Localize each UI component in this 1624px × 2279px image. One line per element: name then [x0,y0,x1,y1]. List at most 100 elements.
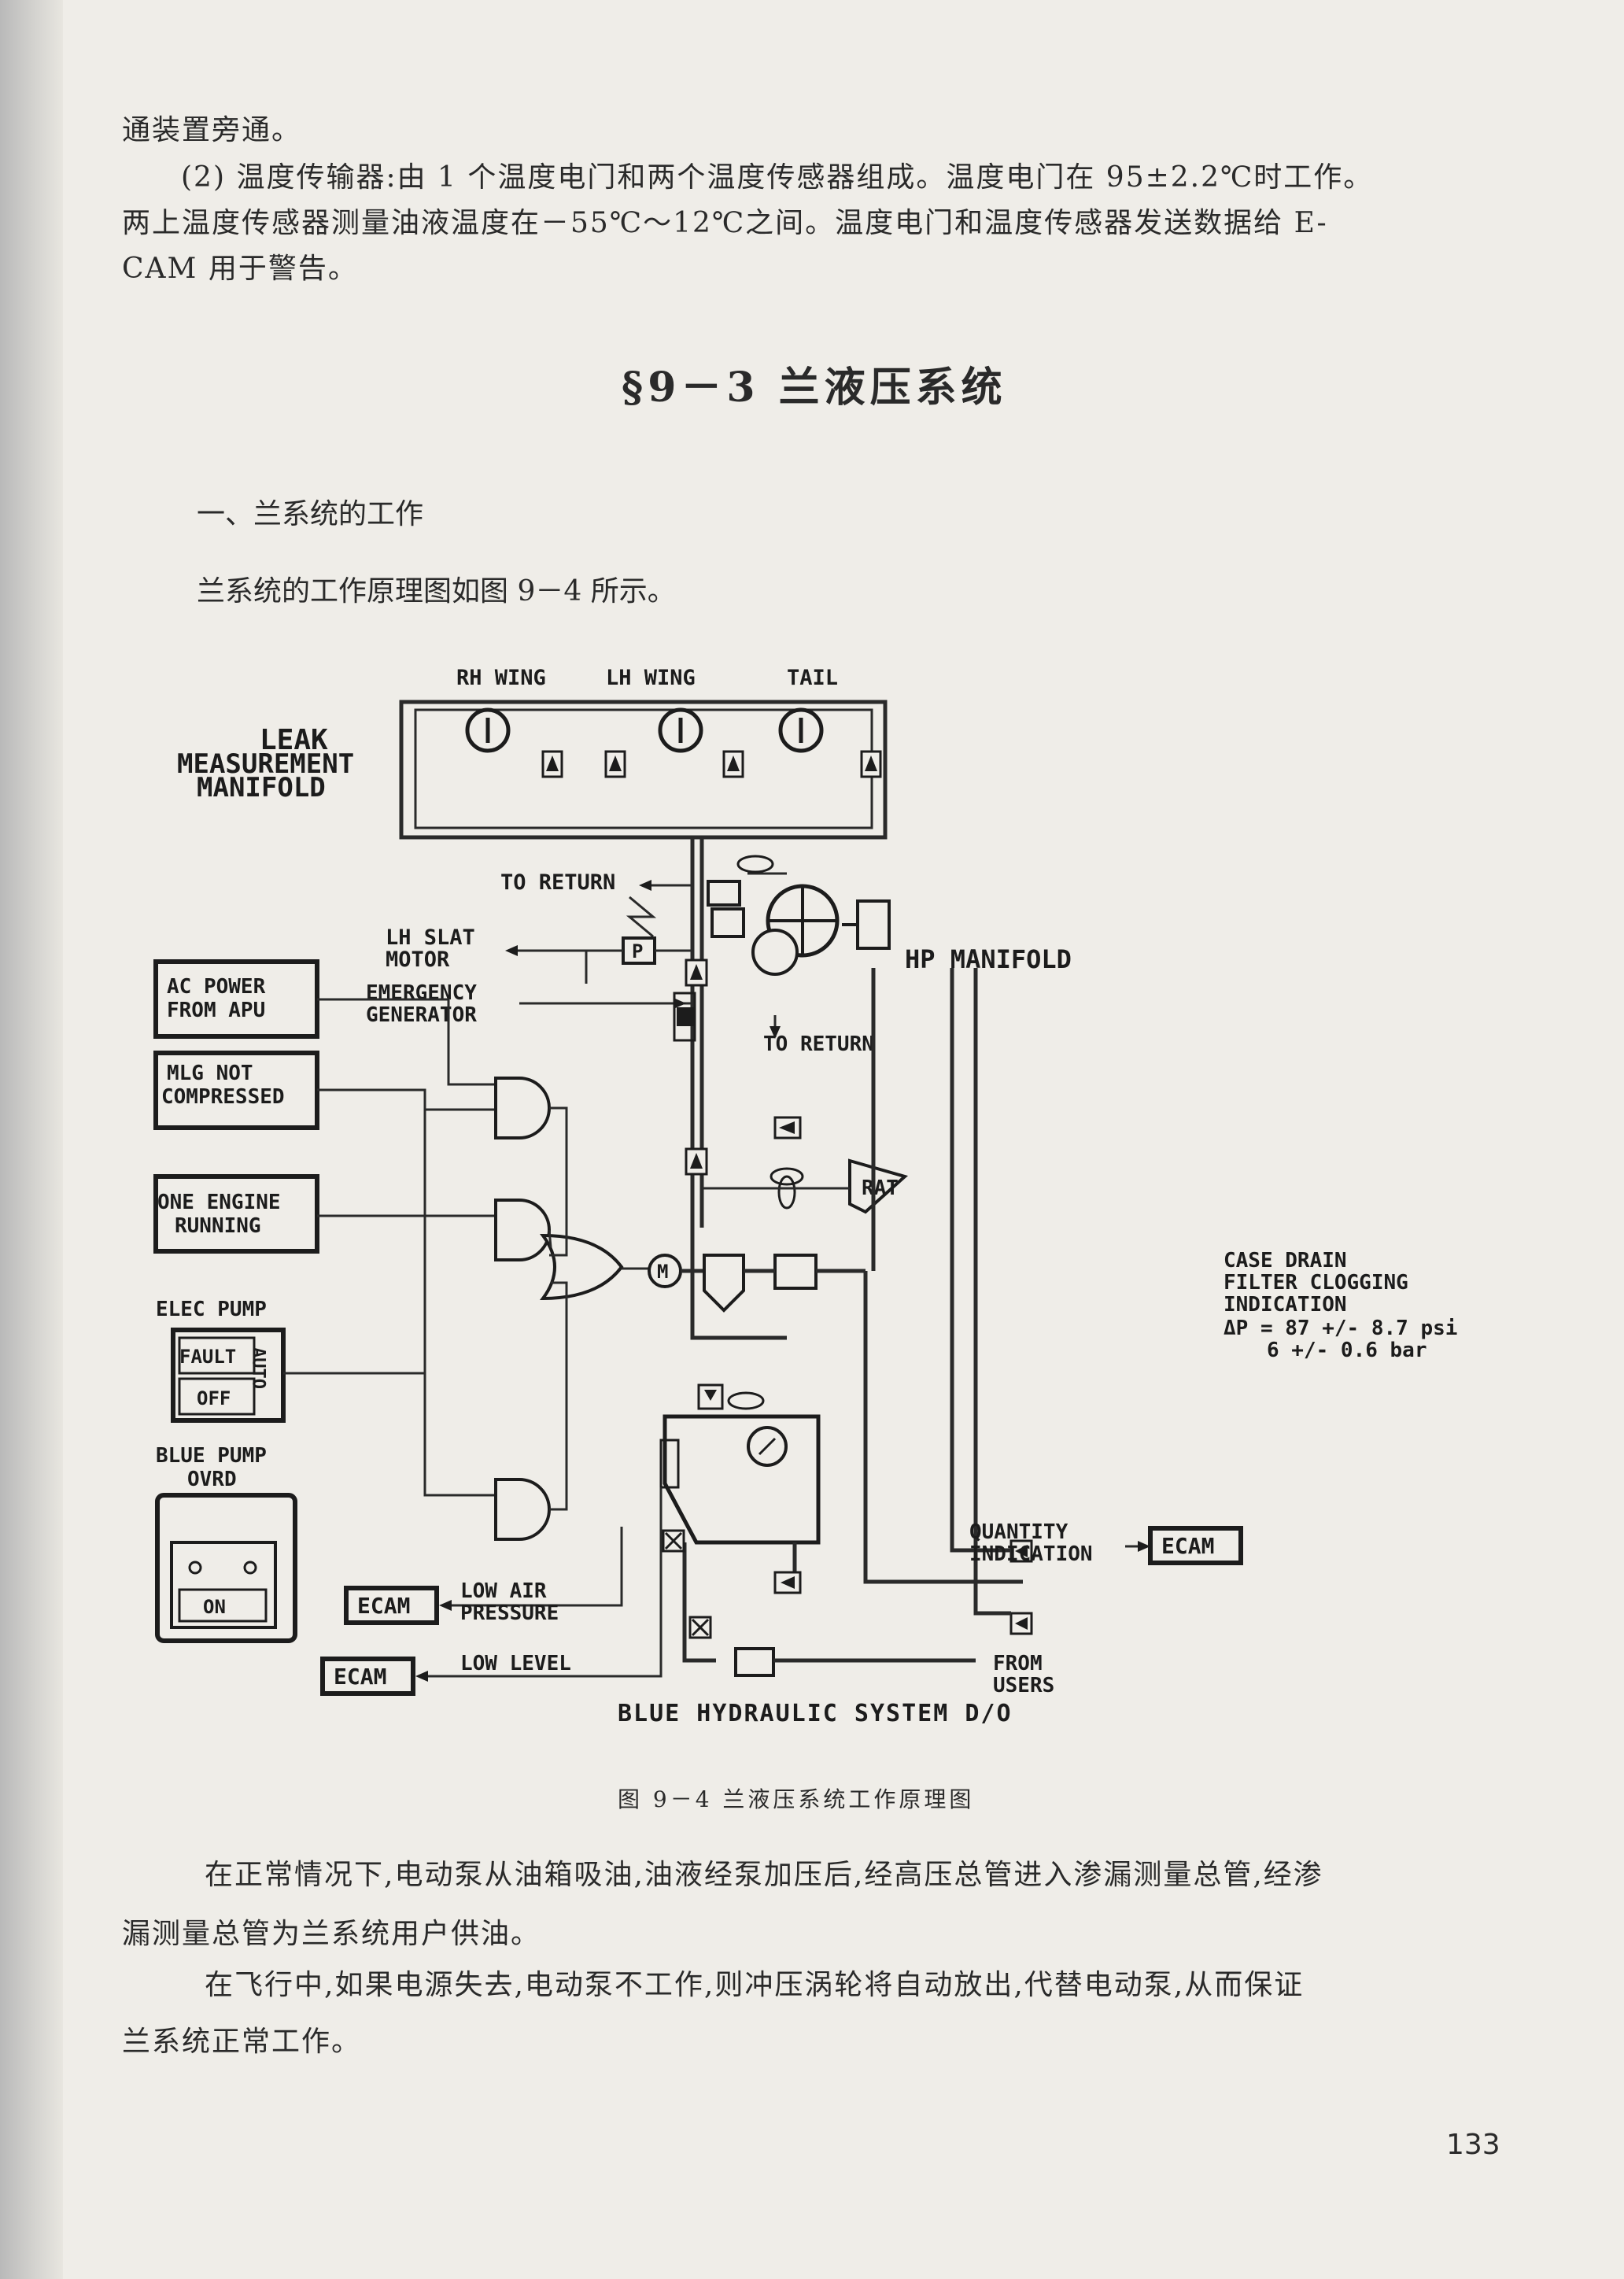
check-valve-icon [541,750,563,778]
logic-wire [317,1088,496,1111]
off-label: OFF [197,1387,231,1409]
paragraph-line: 两上温度传感器测量油液温度在－55℃～12℃之间。温度电门和温度传感器发送数据给… [122,207,1328,239]
drain-line [973,968,1011,1616]
fault-label: FAULT [179,1346,236,1368]
hp-manifold [707,855,891,976]
and-gate-icon [494,1199,551,1261]
lh-wing-label: LH WING [606,666,696,690]
check-valve-icon [685,1147,708,1176]
ecam-label: ECAM [1161,1533,1214,1559]
or-gate-icon [540,1233,624,1301]
motor-label: MOTOR [386,947,450,972]
off-light [178,1377,256,1416]
sub-heading: 一、兰系统的工作 [197,498,424,530]
tail-label: TAIL [787,666,838,690]
auto-label: AUTO [249,1347,268,1389]
to-return-label: TO RETURN [500,870,615,895]
paragraph-line: 通装置旁通。 [122,114,302,146]
check-valve-icon [685,959,708,987]
from-label: FROM [993,1652,1043,1675]
manifold-label: MANIFOLD [197,772,326,803]
pressure-switch-label: P [632,940,643,962]
indication-label: INDICATION [1224,1293,1347,1317]
blue-pump-ovrd-switch [155,1493,297,1643]
case-drain-label: CASE DRAIN [1224,1249,1347,1272]
diagram-title: BLUE HYDRAULIC SYSTEM D/O [618,1700,1013,1727]
ovrd-guard [170,1541,277,1629]
low-level-label: LOW LEVEL [460,1652,571,1675]
from-apu-label: FROM APU [167,999,265,1022]
supply-down [690,1228,787,1340]
filter-icon [677,1007,694,1026]
one-engine-box [153,1174,319,1254]
priority-valve [673,992,696,1042]
quantity-indication-label: INDICATION [969,1542,1093,1566]
paragraph-line: 漏测量总管为兰系统用户供油。 [122,1918,541,1950]
rh-wing-label: RH WING [456,666,546,690]
check-valve-icon [773,1116,802,1140]
delta-p-bar-label: 6 +/- 0.6 bar [1267,1339,1427,1362]
page [63,0,1624,2279]
motor-label: M [657,1261,668,1283]
indicator-icon [243,1561,257,1575]
tail-leak-valve [778,707,824,753]
hp-manifold-label: HP MANIFOLD [905,944,1072,974]
binding-shadow [0,0,63,2279]
generator-label: GENERATOR [366,1003,477,1027]
arrow-icon [1138,1541,1150,1552]
return-line [863,1271,1023,1584]
pump-icon [703,1254,745,1313]
ecam-box [1148,1526,1243,1565]
pressure-label: PRESSURE [460,1601,559,1625]
logic-wire [317,998,496,1086]
on-label: ON [203,1596,226,1618]
restrictor-spring-icon [626,896,657,938]
one-engine-label: ONE ENGINE [157,1191,281,1214]
arrow-icon [639,880,651,891]
page-number: 133 [1446,2129,1500,2161]
running-label: RUNNING [175,1214,261,1238]
mlg-label: MLG NOT [167,1062,253,1085]
logic-wire [549,1106,568,1257]
and-gate-icon [494,1478,551,1541]
logic-wire [548,1229,552,1248]
ac-power-label: AC POWER [167,975,266,999]
low-level-line [428,1487,663,1678]
arrow-icon [770,1026,781,1039]
ecam-label: ECAM [334,1664,386,1690]
arrow-icon [505,945,518,956]
rat-icon [770,1158,909,1214]
arrow-icon [415,1671,428,1682]
ecam-label: ECAM [357,1593,410,1619]
quantity-label: QUANTITY [969,1520,1069,1544]
manifold-loop [399,700,888,840]
rat-label: RAT [862,1176,899,1200]
check-valve-icon [860,750,882,778]
intro-line: 兰系统的工作原理图如图 9－4 所示。 [197,575,676,608]
lh-wing-leak-valve [658,707,703,753]
lh-slat-label: LH SLAT [386,925,475,950]
shutoff-valve-icon [688,1616,712,1639]
section-title: §9－3 兰液压系统 [622,364,1007,412]
emergency-label: EMERGENCY [366,981,477,1005]
suction-line [682,1542,716,1663]
leak-label: LEAK [260,724,328,756]
check-valve-icon [773,1571,802,1594]
rh-wing-leak-valve [465,707,511,753]
ovrd-label: OVRD [187,1468,237,1491]
return-filter [734,1647,775,1677]
paragraph-line: CAM 用于警告。 [122,253,358,285]
check-valve-icon [604,750,626,778]
check-valve-icon [722,750,744,778]
delta-p-psi-label: ΔP = 87 +/- 8.7 psi [1224,1317,1457,1340]
paragraph-line: 兰系统正常工作。 [122,2026,362,2058]
logic-wire [423,1110,496,1497]
elec-pump-label: ELEC PUMP [156,1298,267,1321]
case-drain-filter [773,1254,818,1290]
ecam-box [320,1657,415,1696]
elec-pump-switch [171,1328,286,1423]
shutoff-valve-icon [662,1529,685,1553]
users-label: USERS [993,1674,1054,1697]
low-air-label: LOW AIR [460,1579,547,1603]
